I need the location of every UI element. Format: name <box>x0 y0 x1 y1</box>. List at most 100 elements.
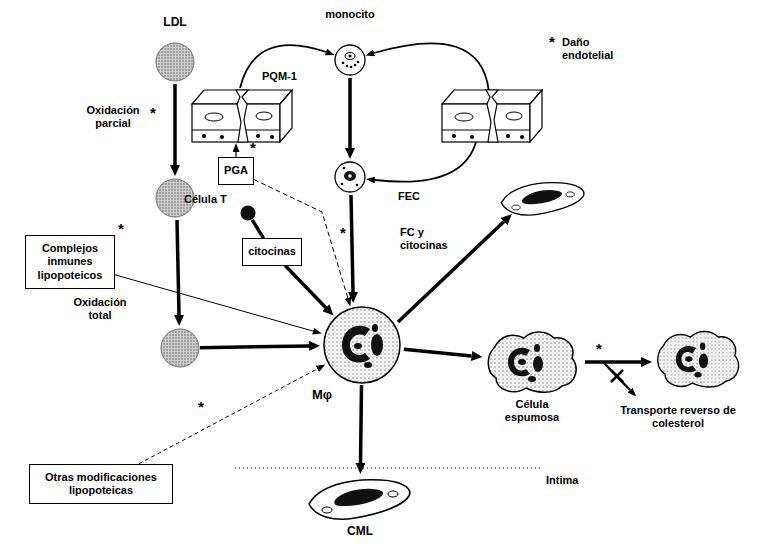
cell-part <box>685 356 692 362</box>
cell-dot <box>452 134 456 138</box>
cell-part <box>388 491 398 497</box>
cell-nucleus <box>508 348 530 377</box>
blocked-arrow <box>604 363 630 390</box>
ldl-particle-shape <box>155 42 195 82</box>
endothelium-front <box>442 104 530 142</box>
cell-dot <box>256 134 260 138</box>
cell-part <box>371 334 383 356</box>
endothelial-crack <box>486 90 498 142</box>
layer-label: Intima <box>546 474 578 487</box>
monocyte-cell-shape <box>334 44 366 76</box>
process-box: Complejos inmunes lipopoteicos <box>25 235 115 289</box>
cell-part <box>354 343 362 349</box>
star-mark: * <box>250 139 256 157</box>
flow-arrow <box>351 195 353 292</box>
node-text: citocinas <box>248 245 296 258</box>
star-mark: * <box>340 224 346 242</box>
star-mark: * <box>150 104 156 122</box>
t-cell: Célula T <box>240 205 256 221</box>
cell-dot <box>342 62 345 65</box>
lipid-droplet <box>534 344 540 352</box>
node-text: Otras modificaciones lipopoteicas <box>35 471 167 497</box>
flow-arrow <box>348 78 352 148</box>
node-text: LDL <box>145 15 205 29</box>
cell-outline <box>335 45 365 75</box>
flow-arrow <box>177 220 179 315</box>
node-text: PGA <box>224 164 248 177</box>
cell-dot <box>470 135 474 139</box>
cell-part <box>518 359 526 365</box>
cell-part <box>349 55 352 58</box>
macrophage-cell-shape <box>320 305 404 385</box>
foam-cell-shape <box>482 326 582 398</box>
star-mark: * <box>549 33 555 51</box>
endothelium-block <box>442 90 542 142</box>
monocyte-cell <box>335 162 365 192</box>
cell-dot <box>202 134 206 138</box>
star-mark: * <box>198 398 204 416</box>
star-mark: * <box>118 220 124 238</box>
cell-dot <box>346 65 349 68</box>
flow-arrow <box>235 152 236 157</box>
node-text: Complejos inmunes lipopoteicos <box>31 242 109 282</box>
foam-cell: Célula espumosa <box>482 326 582 398</box>
smooth-muscle-cell <box>501 183 584 215</box>
cell-dot <box>350 66 353 69</box>
cell-dot <box>357 61 360 64</box>
arrow-connector <box>374 43 489 90</box>
arrow-connector <box>252 220 263 239</box>
endothelial-nucleus <box>256 112 272 120</box>
oxidized-ldl-shape <box>160 328 200 368</box>
cell-outline <box>335 162 365 192</box>
flow-arrow <box>585 360 641 364</box>
arrow-connector <box>200 346 309 348</box>
endothelium-side <box>280 90 292 142</box>
process-label: Oxidación parcial <box>80 104 146 130</box>
node-text: Mφ <box>312 387 352 403</box>
arrow-connector <box>404 349 472 356</box>
cell-nucleus <box>522 190 562 204</box>
cell-part <box>372 324 378 332</box>
endothelium-block: Daño endotelial <box>442 90 542 142</box>
process-box: citocinas <box>242 238 302 265</box>
flow-arrow <box>398 222 504 322</box>
chemotaxis-arrow <box>240 45 326 88</box>
cell-dot <box>356 184 359 187</box>
flow-arrow <box>375 142 476 182</box>
cell-dot <box>270 135 274 139</box>
flow-arrow <box>173 84 177 165</box>
block-cross <box>611 370 623 382</box>
ldl-particle: LDL <box>155 42 195 82</box>
lipid-droplet <box>700 343 706 350</box>
oxidized-ldl: Oxidación total <box>160 328 200 368</box>
cell-part <box>322 507 332 513</box>
node-text: Daño endotelial <box>562 36 634 62</box>
cell-outline <box>324 307 400 383</box>
arrow-connector <box>361 385 362 463</box>
lipid-droplet <box>533 356 543 372</box>
cell-nucleus <box>342 326 370 363</box>
macrophage-cell: Mφ <box>320 305 404 385</box>
cell-nucleus <box>344 171 356 181</box>
t-cell-shape <box>240 205 256 221</box>
cell-dot <box>354 64 357 67</box>
cell-outline <box>309 480 410 520</box>
process-box: PGA <box>218 157 254 184</box>
cell-nucleus <box>676 346 696 372</box>
endothelial-nucleus <box>205 113 223 121</box>
ldl-particle <box>161 329 199 367</box>
cell-dot <box>520 135 524 139</box>
foam-cell <box>658 332 739 387</box>
arrow-connector <box>285 266 326 308</box>
endothelium-block <box>192 90 292 142</box>
cell-part <box>566 192 574 197</box>
cell-part <box>348 174 352 178</box>
monocyte-cell: monocito <box>334 44 366 76</box>
t-cell-dot <box>241 206 256 221</box>
node-text: Oxidación total <box>68 296 132 322</box>
cell-part <box>512 205 520 210</box>
cell-dot <box>506 134 510 138</box>
arrow-connector <box>115 275 313 331</box>
block-cross <box>611 370 623 382</box>
cell-outline <box>658 332 739 387</box>
